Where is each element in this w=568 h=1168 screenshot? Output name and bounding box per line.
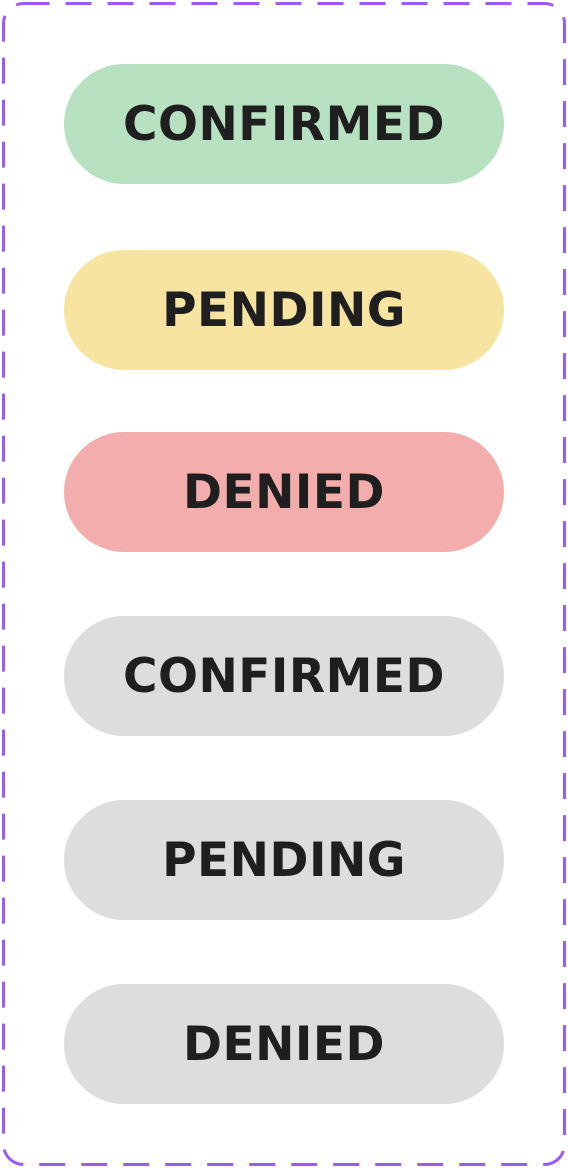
status-badge-pending-colored: PENDING	[64, 250, 504, 370]
status-badge-confirmed-colored: CONFIRMED	[64, 64, 504, 184]
status-badge-label: PENDING	[162, 282, 406, 338]
status-badge-label: DENIED	[182, 1016, 386, 1072]
status-badge-label: PENDING	[162, 832, 406, 888]
status-badge-pending-neutral: PENDING	[64, 800, 504, 920]
status-badge-label: CONFIRMED	[123, 648, 445, 704]
status-badge-label: CONFIRMED	[123, 96, 445, 152]
status-badge-label: DENIED	[182, 464, 386, 520]
status-badge-denied-neutral: DENIED	[64, 984, 504, 1104]
status-badge-denied-colored: DENIED	[64, 432, 504, 552]
status-badge-confirmed-neutral: CONFIRMED	[64, 616, 504, 736]
